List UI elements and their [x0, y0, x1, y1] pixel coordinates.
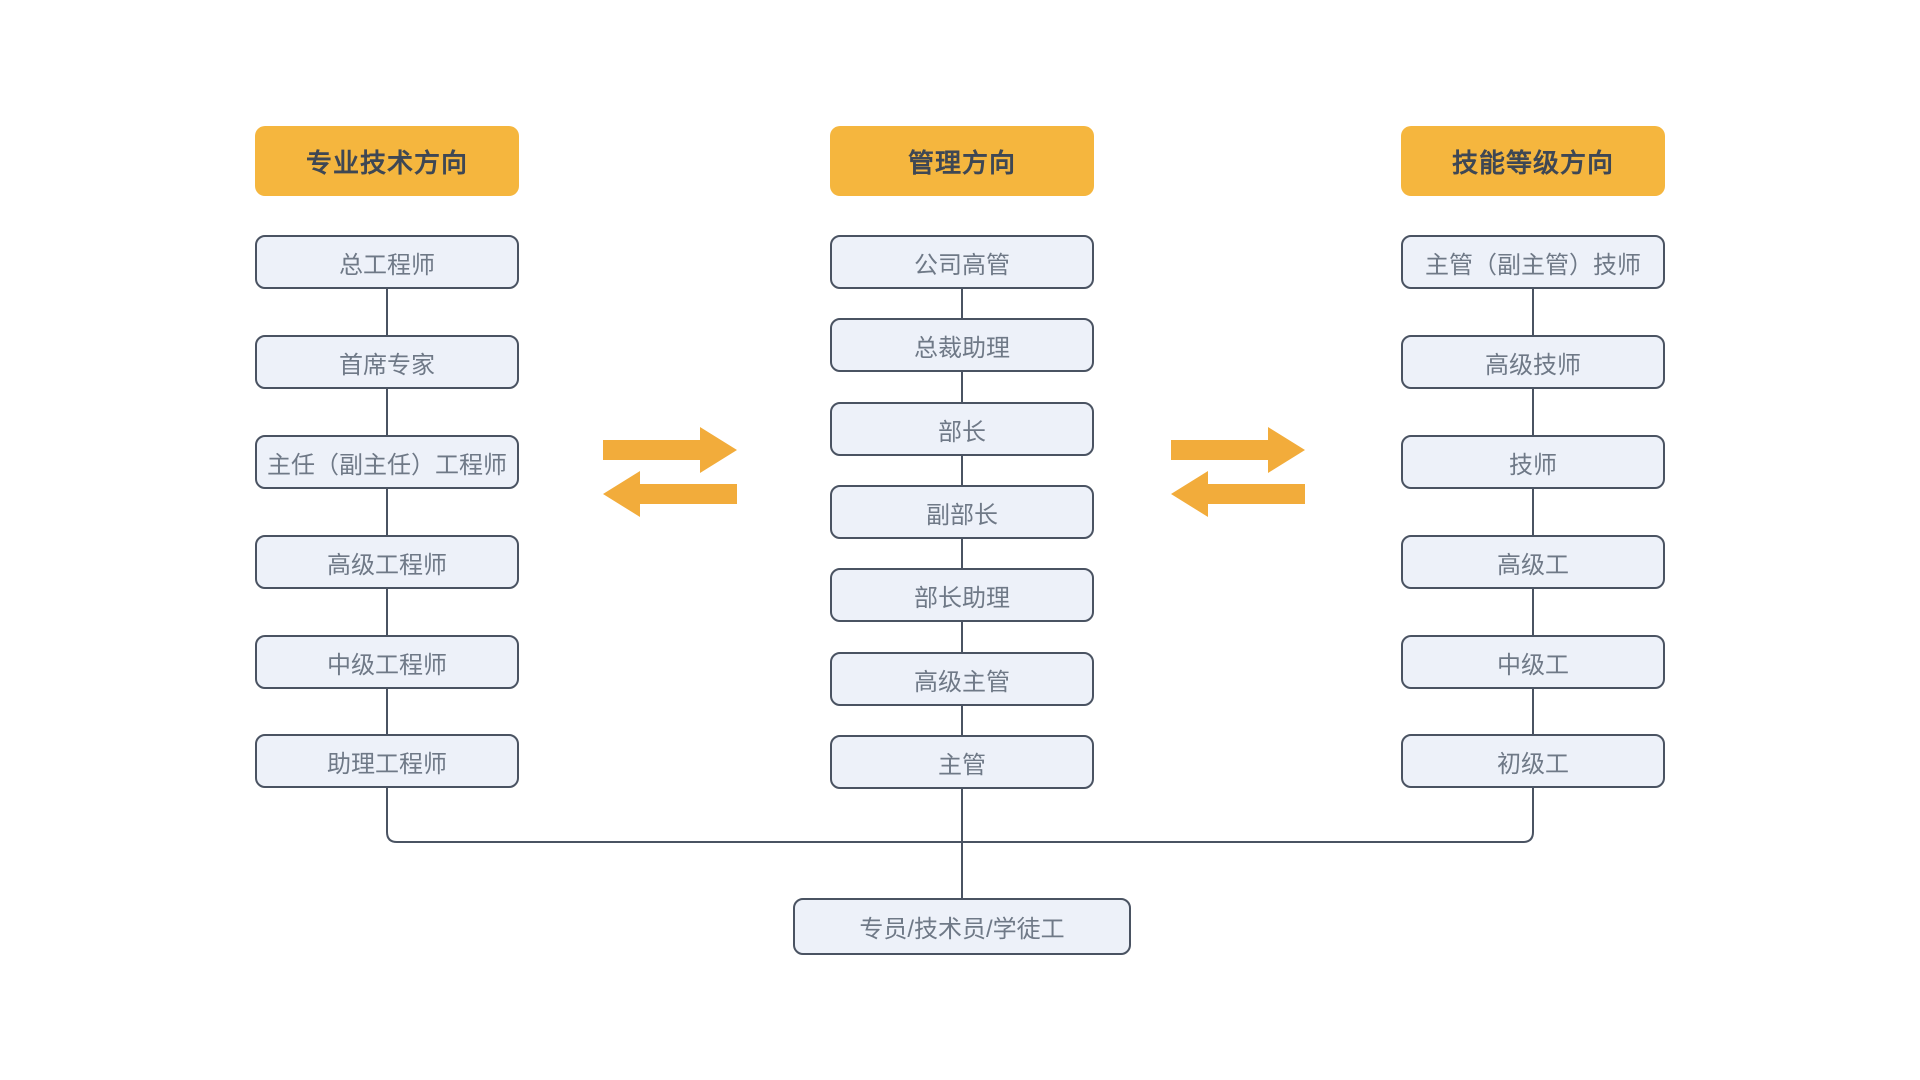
arrow-right-icon [603, 427, 737, 473]
career-level-box: 总裁助理 [830, 318, 1094, 372]
arrow-right-icon [1171, 427, 1305, 473]
career-level-box: 助理工程师 [255, 734, 519, 788]
career-level-box: 技师 [1401, 435, 1665, 489]
career-level-box: 部长 [830, 402, 1094, 456]
career-level-box: 高级主管 [830, 652, 1094, 706]
career-level-box: 首席专家 [255, 335, 519, 389]
swap-arrows-icon [603, 427, 737, 517]
column-header-skill-grade: 技能等级方向 [1401, 126, 1665, 196]
career-level-box: 高级工程师 [255, 535, 519, 589]
career-level-box: 公司高管 [830, 235, 1094, 289]
column-header-professional: 专业技术方向 [255, 126, 519, 196]
swap-arrows-icon [1171, 427, 1305, 517]
arrow-left-icon [1171, 471, 1305, 517]
career-level-box: 初级工 [1401, 734, 1665, 788]
column-connectors [386, 289, 1534, 898]
career-level-box: 主任（副主任）工程师 [255, 435, 519, 489]
career-level-box: 高级工 [1401, 535, 1665, 589]
career-level-box: 副部长 [830, 485, 1094, 539]
career-level-box: 中级工 [1401, 635, 1665, 689]
career-level-box: 主管（副主管）技师 [1401, 235, 1665, 289]
career-level-box: 部长助理 [830, 568, 1094, 622]
column-header-management: 管理方向 [830, 126, 1094, 196]
career-level-box: 中级工程师 [255, 635, 519, 689]
entry-level-box: 专员/技术员/学徒工 [793, 898, 1131, 955]
career-level-box: 总工程师 [255, 235, 519, 289]
career-level-box: 高级技师 [1401, 335, 1665, 389]
arrow-left-icon [603, 471, 737, 517]
career-level-box: 主管 [830, 735, 1094, 789]
